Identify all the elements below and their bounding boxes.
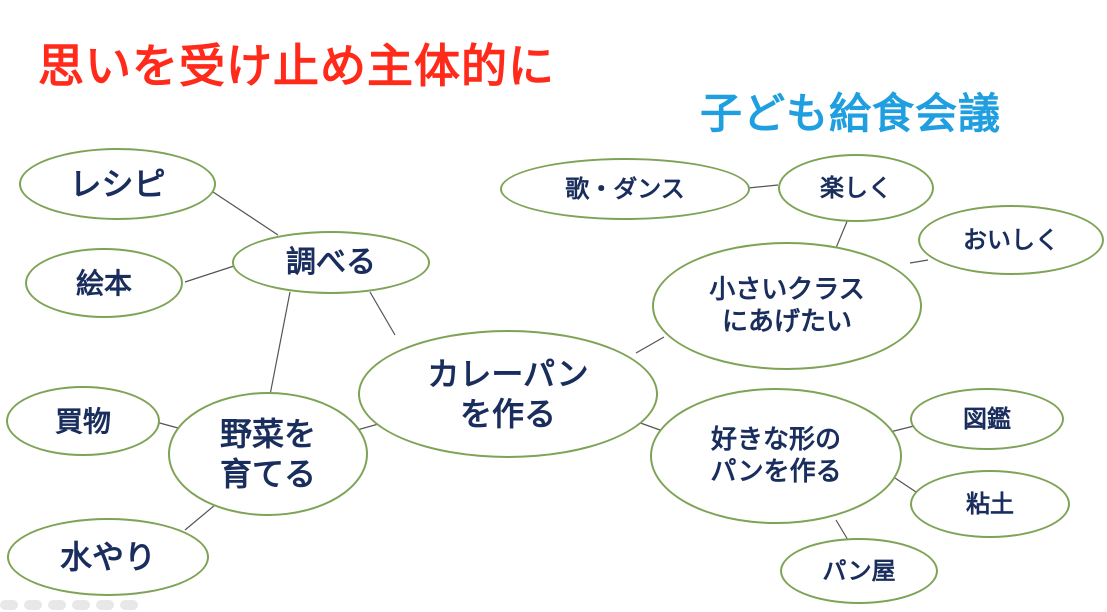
link-sukina-nendo: [894, 477, 917, 493]
link-shiraberu-yasai: [269, 291, 291, 396]
link-yasai-mizuyari: [184, 504, 216, 531]
node-recipe: レシピ: [19, 148, 216, 220]
link-center-chiisai: [635, 336, 665, 354]
page-subtitle: 子ども給食会議: [700, 89, 1002, 138]
link-sukina-zukan: [889, 425, 915, 433]
link-sukina-panya: [835, 519, 849, 541]
node-mizuyari: 水やり: [7, 518, 209, 596]
node-nendo: 粘土: [910, 470, 1070, 538]
link-shiraberu-ehon: [184, 265, 235, 283]
node-sukina-katachi: 好きな形の パンを作る: [650, 388, 902, 524]
node-zukan: 図鑑: [910, 388, 1064, 450]
node-kaimono: 買物: [6, 386, 160, 456]
link-chiisai-oishiku: [909, 259, 929, 264]
node-chiisai-class: 小さいクラス にあげたい: [652, 242, 922, 370]
bottom-edge-decoration: [0, 600, 138, 610]
link-shiraberu-recipe: [209, 189, 279, 236]
page-title: 思いを受け止め主体的に: [38, 39, 555, 93]
node-oishiku: おいしく: [918, 205, 1104, 275]
node-shiraberu: 調べる: [232, 231, 430, 294]
node-uta-dance: 歌・ダンス: [500, 158, 750, 220]
node-panya: パン屋: [780, 538, 938, 604]
node-tanoshiku: 楽しく: [778, 154, 934, 222]
node-ehon: 絵本: [25, 248, 183, 318]
node-yasai: 野菜を 育てる: [168, 392, 368, 516]
center-node-curry-bread: カレーパン を作る: [358, 330, 658, 458]
link-center-shiraberu: [369, 291, 396, 336]
link-tanoshiku-uta: [747, 184, 779, 189]
link-chiisai-tanoshiku: [835, 218, 849, 249]
